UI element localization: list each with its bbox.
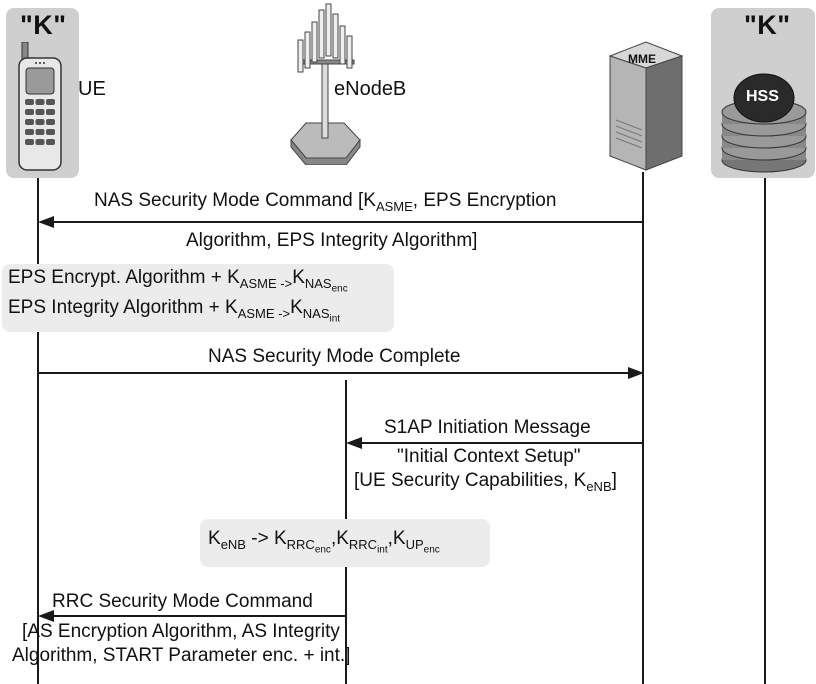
arrowhead-right-icon: [628, 367, 644, 379]
s1ap-capabilities-label: [UE Security Capabilities, KeNB]: [354, 470, 617, 494]
rrc-smc-params-line1: [AS Encryption Algorithm, AS Integrity: [22, 621, 340, 642]
as-key-derivation: KeNB -> KRRCenc,KRRCint,KUPenc: [208, 528, 440, 556]
nas-key-derivation-box: [2, 264, 394, 332]
mme-server-icon: [608, 41, 684, 171]
s1ap-arrow: [356, 442, 642, 444]
nas-smc-label-line2: Algorithm, EPS Integrity Algorithm]: [186, 230, 478, 251]
mme-lifeline: [642, 172, 644, 684]
arrowhead-left-icon: [38, 216, 54, 228]
arrowhead-left-icon: [346, 437, 362, 449]
rrc-smc-label: RRC Security Mode Command: [52, 591, 313, 612]
s1ap-label: S1AP Initiation Message: [384, 417, 591, 438]
left-key-label: "K": [20, 10, 67, 40]
hss-lifeline: [764, 178, 766, 684]
ue-label: UE: [78, 78, 106, 100]
hss-database-icon: [721, 73, 807, 173]
as-key-derivation-box: [200, 519, 490, 567]
nas-enc-key-derivation: EPS Encrypt. Algorithm + KASME ->KNASenc: [8, 267, 348, 295]
rrc-smc-arrow: [48, 615, 345, 617]
nas-smc-complete-arrow: [37, 372, 632, 374]
nas-smc-arrow: [48, 221, 642, 223]
right-key-label: "K": [744, 10, 791, 40]
antenna-tower-icon: [290, 3, 361, 165]
mme-label: MME: [628, 52, 656, 66]
enodeb-label: eNodeB: [334, 78, 407, 100]
rrc-smc-params-line2: Algorithm, START Parameter enc. + int.]: [12, 645, 351, 666]
ue-lifeline: [37, 178, 39, 684]
nas-smc-complete-label: NAS Security Mode Complete: [208, 346, 461, 367]
s1ap-context-setup-label: "Initial Context Setup": [397, 446, 581, 467]
nas-smc-label-line1: NAS Security Mode Command [KASME, EPS En…: [94, 190, 557, 214]
nas-int-key-derivation: EPS Integrity Algorithm + KASME ->KNASin…: [8, 297, 341, 325]
hss-label: HSS: [746, 88, 779, 105]
mobile-phone-icon: [18, 42, 62, 171]
arrowhead-left-icon: [38, 610, 54, 622]
